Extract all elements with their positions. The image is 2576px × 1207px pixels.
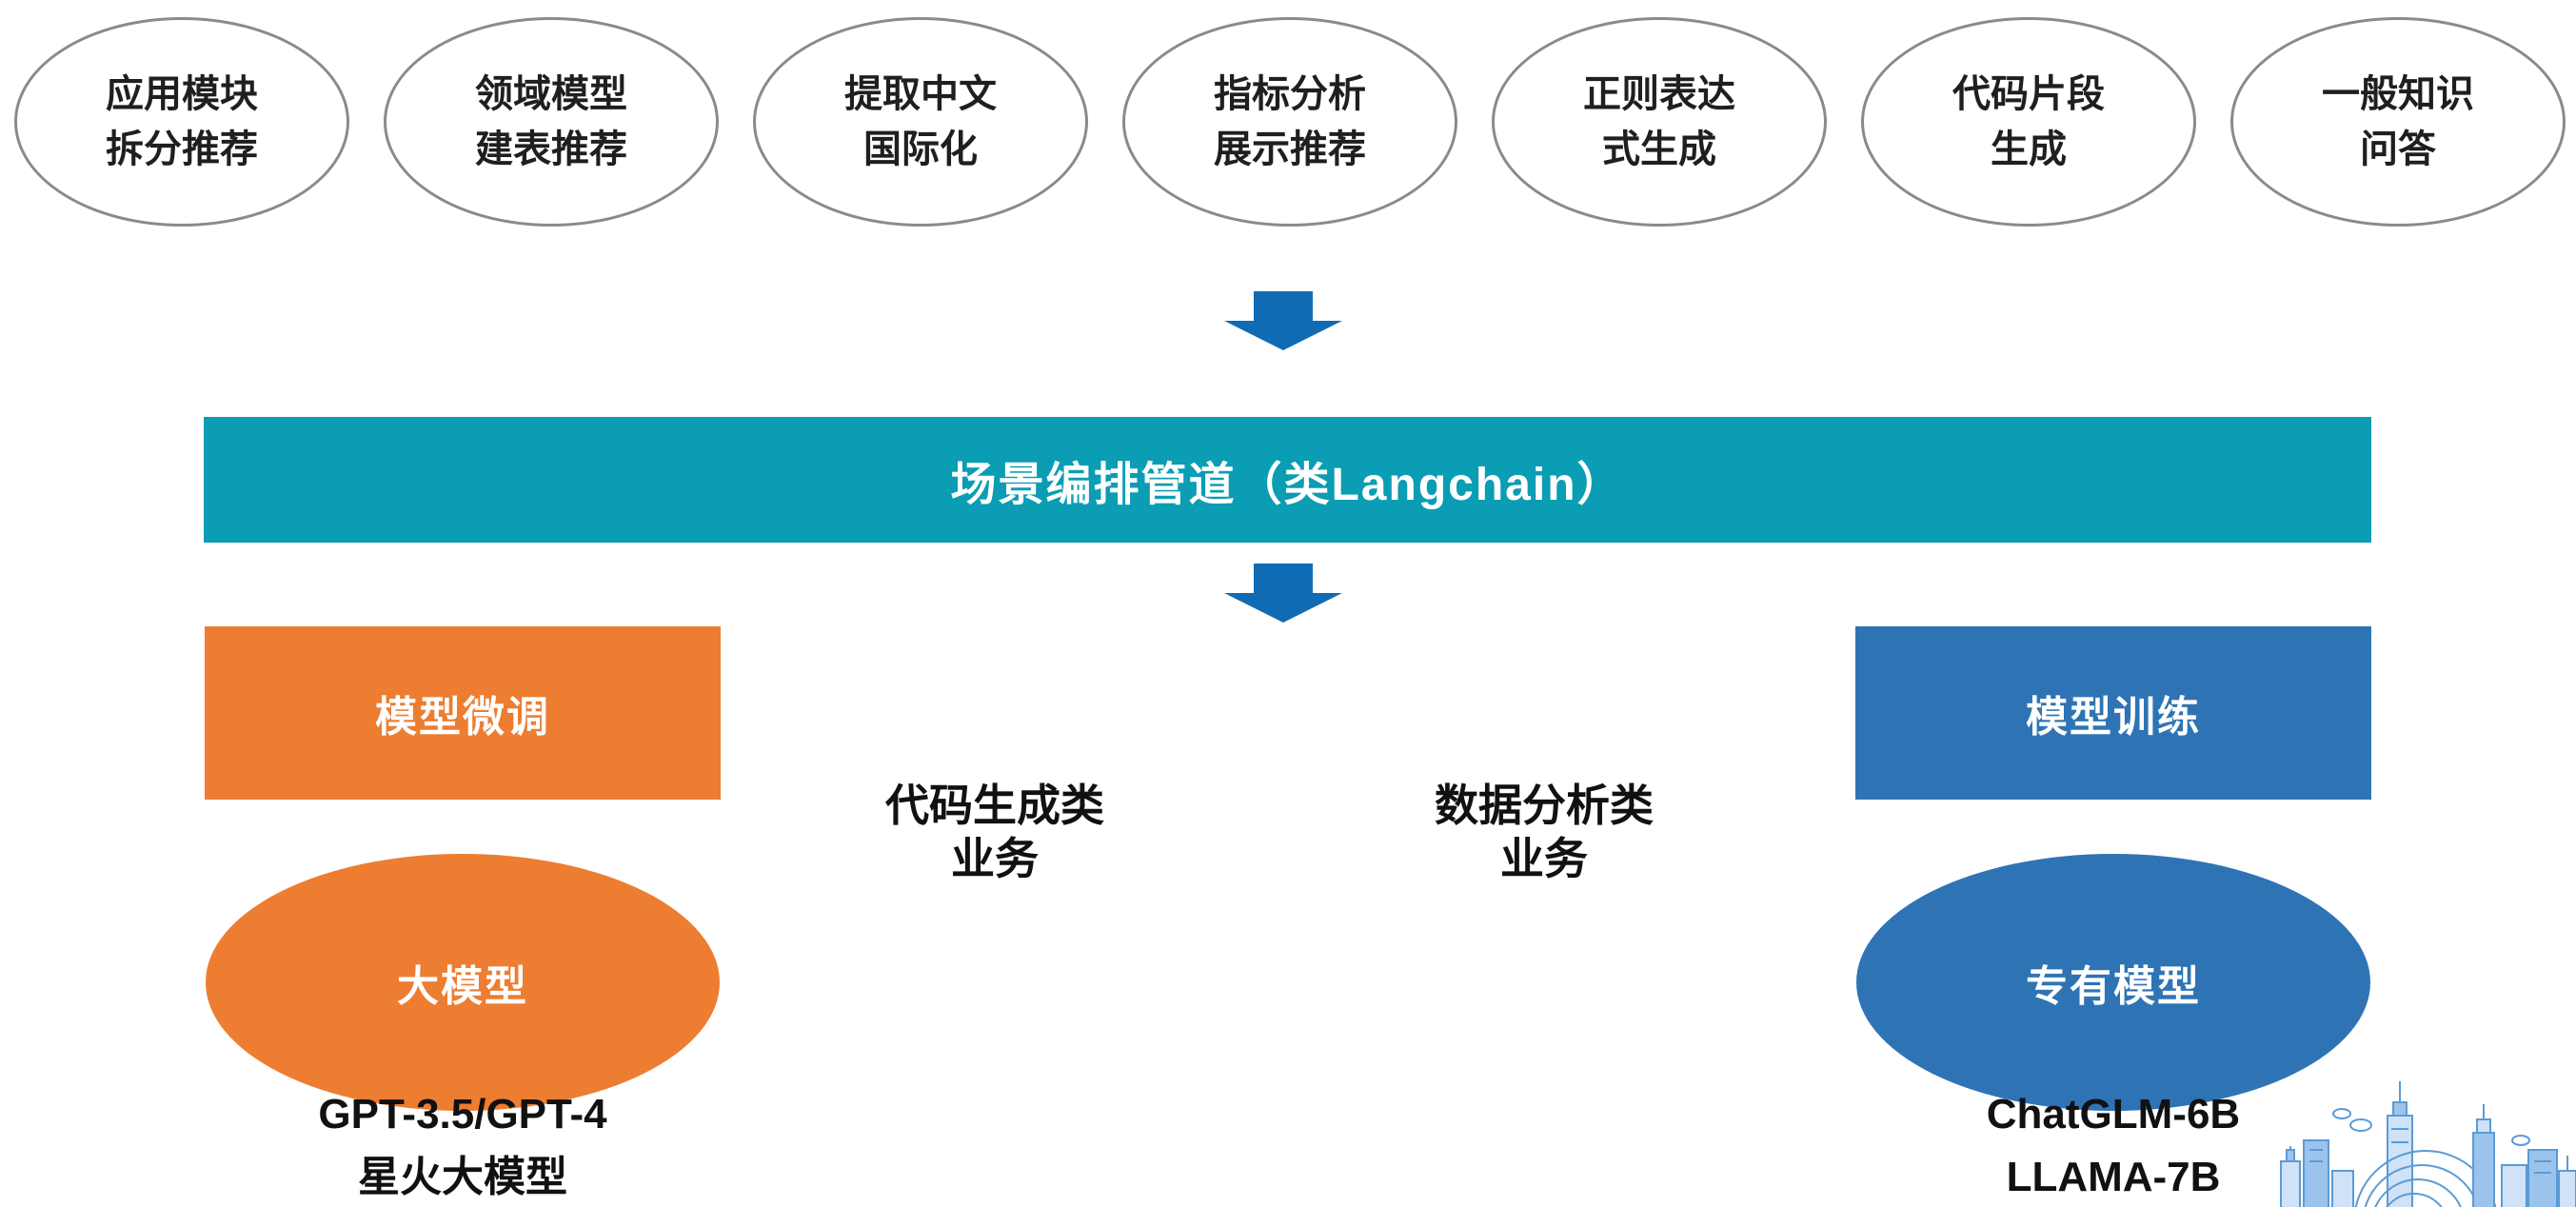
capability-ellipse-4: 指标分析 展示推荐 — [1122, 17, 1457, 227]
code-generation-business-label: 代码生成类 业务 — [804, 779, 1185, 885]
capability-label-line2: 生成 — [1991, 129, 2067, 170]
capability-label-line1: 一般知识 — [2322, 73, 2474, 115]
capability-label-line1: 应用模块 — [106, 73, 258, 115]
capability-label-line1: 领域模型 — [475, 73, 627, 115]
capability-ellipse-3: 提取中文 国际化 — [753, 17, 1088, 227]
proprietary-model-ellipse: 专有模型 — [1856, 854, 2370, 1111]
biz-label-line2: 业务 — [951, 834, 1039, 883]
training-header-label: 模型训练 — [2026, 694, 2201, 741]
capability-ellipse-2: 领域模型 建表推荐 — [384, 17, 719, 227]
data-analysis-business-label: 数据分析类 业务 — [1354, 779, 1734, 885]
capability-label-line2: 问答 — [2360, 129, 2436, 170]
finetune-header-box: 模型微调 — [205, 626, 721, 800]
capability-ellipse-1: 应用模块 拆分推荐 — [14, 17, 349, 227]
city-skyline-illustration-icon — [2280, 1081, 2576, 1207]
pipeline-bar-label: 场景编排管道（类Langchain） — [950, 460, 1625, 510]
capability-label-line1: 代码片段 — [1952, 73, 2105, 115]
capability-label-line1: 提取中文 — [844, 73, 997, 115]
training-header-box: 模型训练 — [1855, 626, 2371, 800]
model-name-line: LLAMA-7B — [2006, 1154, 2221, 1200]
model-name-line: ChatGLM-6B — [1986, 1091, 2241, 1138]
capability-label-line1: 指标分析 — [1214, 73, 1366, 115]
capability-ellipse-7: 一般知识 问答 — [2230, 17, 2566, 227]
finetune-model-names: GPT-3.5/GPT-4 星火大模型 — [205, 1083, 721, 1207]
capability-label-line2: 式生成 — [1602, 129, 1716, 170]
model-name-line: GPT-3.5/GPT-4 — [318, 1091, 607, 1138]
capability-ellipse-5: 正则表达 式生成 — [1492, 17, 1827, 227]
biz-label-line1: 数据分析类 — [1435, 781, 1654, 830]
capability-label-line2: 建表推荐 — [475, 129, 627, 170]
down-arrow-icon — [1224, 564, 1342, 623]
biz-label-line2: 业务 — [1500, 834, 1588, 883]
training-model-names: ChatGLM-6B LLAMA-7B — [1855, 1083, 2371, 1207]
biz-label-line1: 代码生成类 — [885, 781, 1104, 830]
capability-ellipse-6: 代码片段 生成 — [1861, 17, 2196, 227]
large-model-ellipse: 大模型 — [206, 854, 720, 1111]
down-arrow-icon — [1224, 291, 1342, 350]
capability-label-line2: 展示推荐 — [1214, 129, 1366, 170]
model-name-line: 星火大模型 — [358, 1154, 567, 1200]
large-model-label: 大模型 — [397, 963, 528, 1010]
pipeline-bar: 场景编排管道（类Langchain） — [204, 417, 2371, 543]
proprietary-model-label: 专有模型 — [2026, 963, 2201, 1010]
capability-label-line1: 正则表达 — [1583, 73, 1735, 115]
capability-label-line2: 国际化 — [863, 129, 978, 170]
finetune-header-label: 模型微调 — [375, 694, 550, 741]
capability-label-line2: 拆分推荐 — [106, 129, 258, 170]
